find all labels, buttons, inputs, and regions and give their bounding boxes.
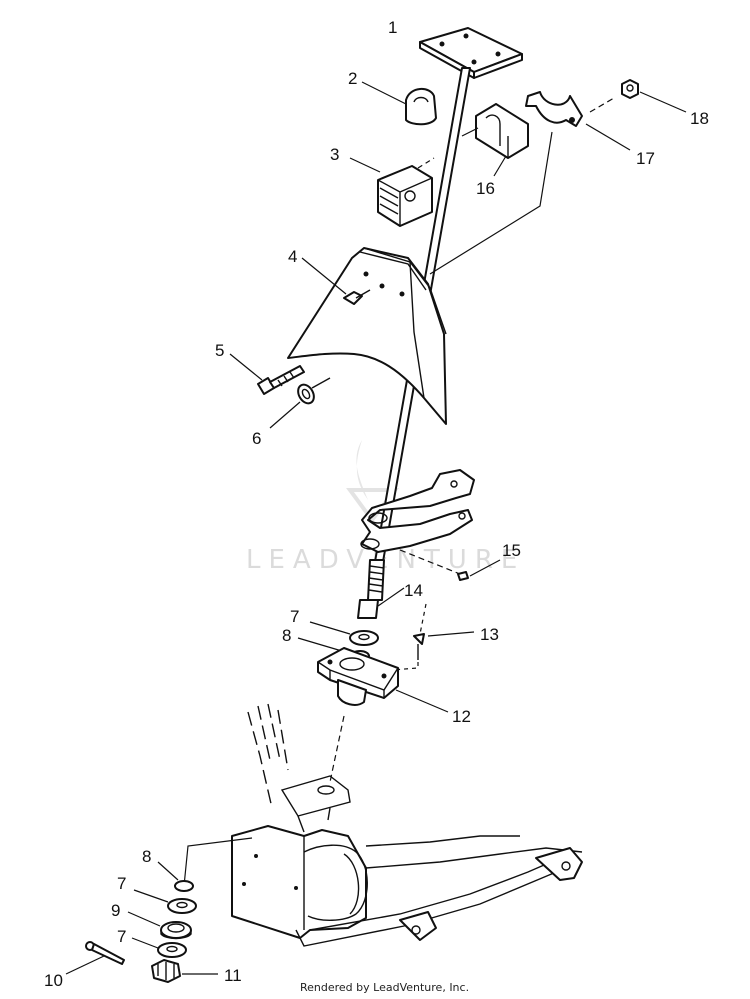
callout-4: 4 [288, 247, 297, 266]
steering-bracket [360, 469, 475, 553]
callout-18: 18 [690, 109, 709, 128]
part-7-washer-lower-c [131, 937, 187, 958]
callout-15: 15 [502, 541, 521, 560]
callout-7c: 7 [117, 927, 126, 946]
part-18-nut [621, 79, 687, 113]
part-8-bushing-lower [157, 861, 194, 892]
callout-8a: 8 [282, 626, 291, 645]
part-9-bearing [127, 911, 192, 940]
part-1-steering-plate [419, 27, 523, 79]
callout-7b: 7 [117, 874, 126, 893]
callout-6: 6 [252, 429, 261, 448]
steering-cover [287, 247, 447, 425]
part-14-shaft-end [357, 559, 405, 619]
callout-12: 12 [452, 707, 471, 726]
callout-9: 9 [111, 901, 120, 920]
part-16-bushing-half [461, 103, 529, 177]
callout-2: 2 [348, 69, 357, 88]
part-7-washer-lower-b [133, 889, 197, 914]
callout-3: 3 [330, 145, 339, 164]
callout-labels: 1 2 3 4 5 6 7 8 8 7 9 7 10 11 12 13 14 1… [44, 18, 709, 990]
callout-16: 16 [476, 179, 495, 198]
part-3-block [349, 157, 435, 227]
part-6-grommet [269, 377, 331, 429]
callout-7a: 7 [290, 607, 299, 626]
callout-11: 11 [224, 966, 242, 985]
callout-13: 13 [480, 625, 499, 644]
callout-10: 10 [44, 971, 63, 990]
part-2-bushing [361, 81, 437, 126]
part-17-clamp [429, 91, 631, 275]
part-15-screw [399, 549, 501, 581]
callout-14: 14 [404, 581, 423, 600]
part-12-steering-housing [317, 647, 449, 713]
callout-1: 1 [388, 18, 397, 37]
callout-5: 5 [215, 341, 224, 360]
frame-assembly [231, 703, 583, 947]
lower-bushing-leader [183, 837, 253, 887]
render-credit: Rendered by LeadVenture, Inc. [300, 981, 470, 994]
part-5-bolt [229, 353, 305, 395]
part-11-castle-nut [151, 959, 218, 983]
callout-17: 17 [636, 149, 655, 168]
part-13-screw [391, 603, 475, 671]
part-10-cotter-pin [65, 941, 125, 975]
part-7-washer-upper [309, 621, 379, 646]
part-4-screw [301, 257, 371, 305]
callout-8b: 8 [142, 847, 151, 866]
